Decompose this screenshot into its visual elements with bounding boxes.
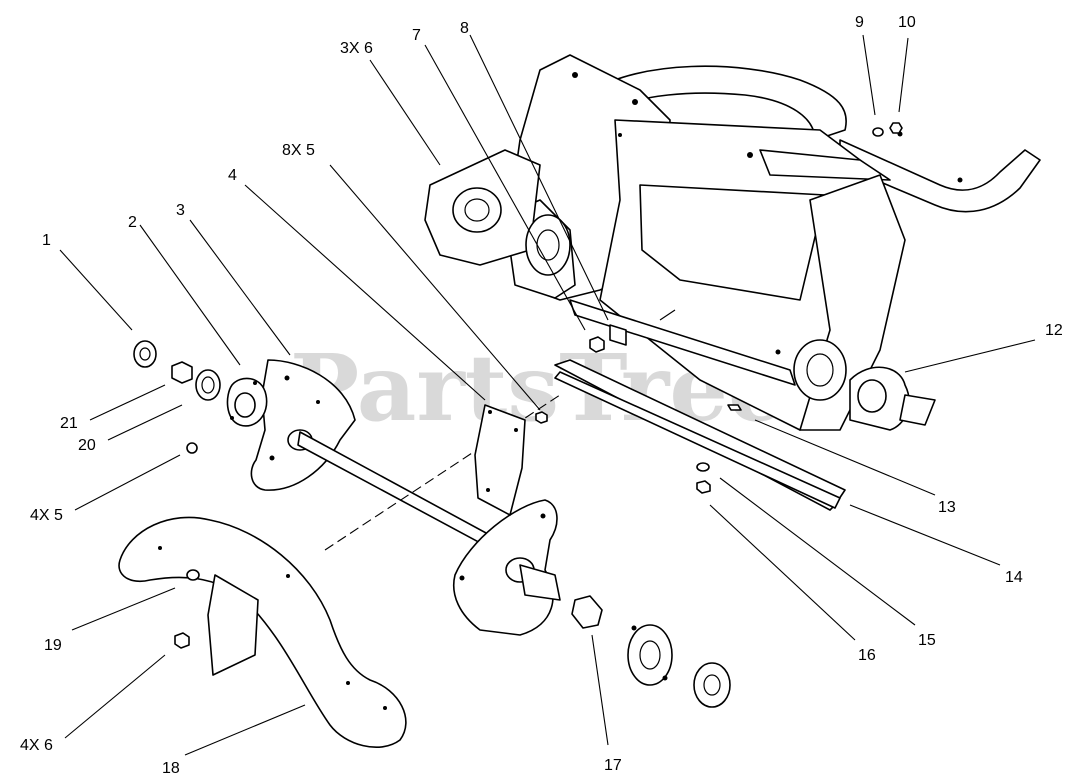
bearing-stack-left[interactable] xyxy=(133,340,268,454)
callout-16: 16 xyxy=(858,647,876,664)
callout-15: 15 xyxy=(918,632,936,649)
bearing-stack-right[interactable] xyxy=(571,595,731,708)
callout-4x6: 4X 6 xyxy=(20,737,53,754)
impeller-paddle[interactable] xyxy=(474,404,548,516)
callout-3: 3 xyxy=(176,202,185,219)
callout-17: 17 xyxy=(604,757,622,774)
auger-housing[interactable] xyxy=(424,54,1041,431)
auger-flighting-right[interactable] xyxy=(453,499,561,636)
callout-7: 7 xyxy=(412,27,421,44)
callout-2: 2 xyxy=(128,214,137,231)
callout-4: 4 xyxy=(228,167,237,184)
callout-18: 18 xyxy=(162,760,180,777)
carriage-bolt-16[interactable] xyxy=(696,462,711,494)
callout-21: 21 xyxy=(60,415,78,432)
callout-9: 9 xyxy=(855,14,864,31)
callout-10: 10 xyxy=(898,14,916,31)
leader-lines xyxy=(59,34,1036,756)
callout-14: 14 xyxy=(1005,569,1023,586)
callout-8x5: 8X 5 xyxy=(282,142,315,159)
auger-flighting-18[interactable] xyxy=(118,516,407,748)
callout-8: 8 xyxy=(460,20,469,37)
callout-1: 1 xyxy=(42,232,51,249)
callout-4x5: 4X 5 xyxy=(30,507,63,524)
callout-labels: 1 2 3 4 8X 5 3X 6 7 8 9 10 12 13 14 15 1… xyxy=(20,14,1063,777)
scraper-bolt-7-8[interactable] xyxy=(589,324,627,353)
callout-19: 19 xyxy=(44,637,62,654)
callout-20: 20 xyxy=(78,437,96,454)
callout-13: 13 xyxy=(938,499,956,516)
shave-plate[interactable] xyxy=(554,299,846,511)
callout-3x6: 3X 6 xyxy=(340,40,373,57)
callout-12: 12 xyxy=(1045,322,1063,339)
